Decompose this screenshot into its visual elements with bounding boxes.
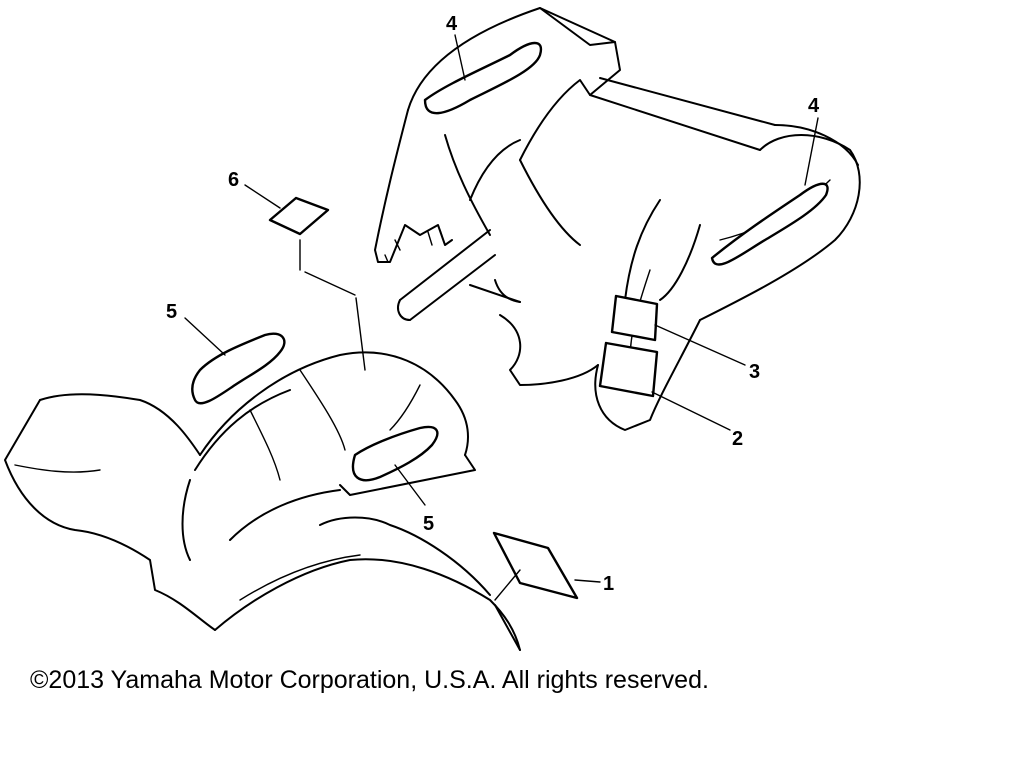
- callout-5-right: 5: [423, 513, 434, 535]
- callout-5-left: 5: [166, 301, 177, 323]
- decal-4-left: [423, 41, 543, 115]
- copyright-notice: ©2013 Yamaha Motor Corporation, U.S.A. A…: [30, 666, 709, 694]
- decal-5-left: [191, 332, 286, 405]
- callout-2: 2: [732, 428, 743, 450]
- decal-5-right: [351, 425, 439, 482]
- decal-6: [268, 196, 330, 236]
- rear-fender: [374, 7, 861, 431]
- callout-1: 1: [603, 573, 614, 595]
- exploded-parts-diagram: 4 4 3 2 5 5 6 1: [4, 7, 861, 651]
- callouts: 4 4 3 2 5 5 6 1: [166, 13, 820, 595]
- decal-3: [610, 294, 659, 342]
- callout-4-left: 4: [446, 13, 458, 35]
- front-fender: [4, 351, 521, 651]
- callout-3: 3: [749, 361, 760, 383]
- decal-4-right: [710, 182, 829, 266]
- callout-6: 6: [228, 169, 239, 191]
- decal-2: [598, 341, 659, 398]
- callout-4-right: 4: [808, 95, 820, 117]
- decal-1: [492, 531, 579, 600]
- leader-lines: [184, 34, 819, 601]
